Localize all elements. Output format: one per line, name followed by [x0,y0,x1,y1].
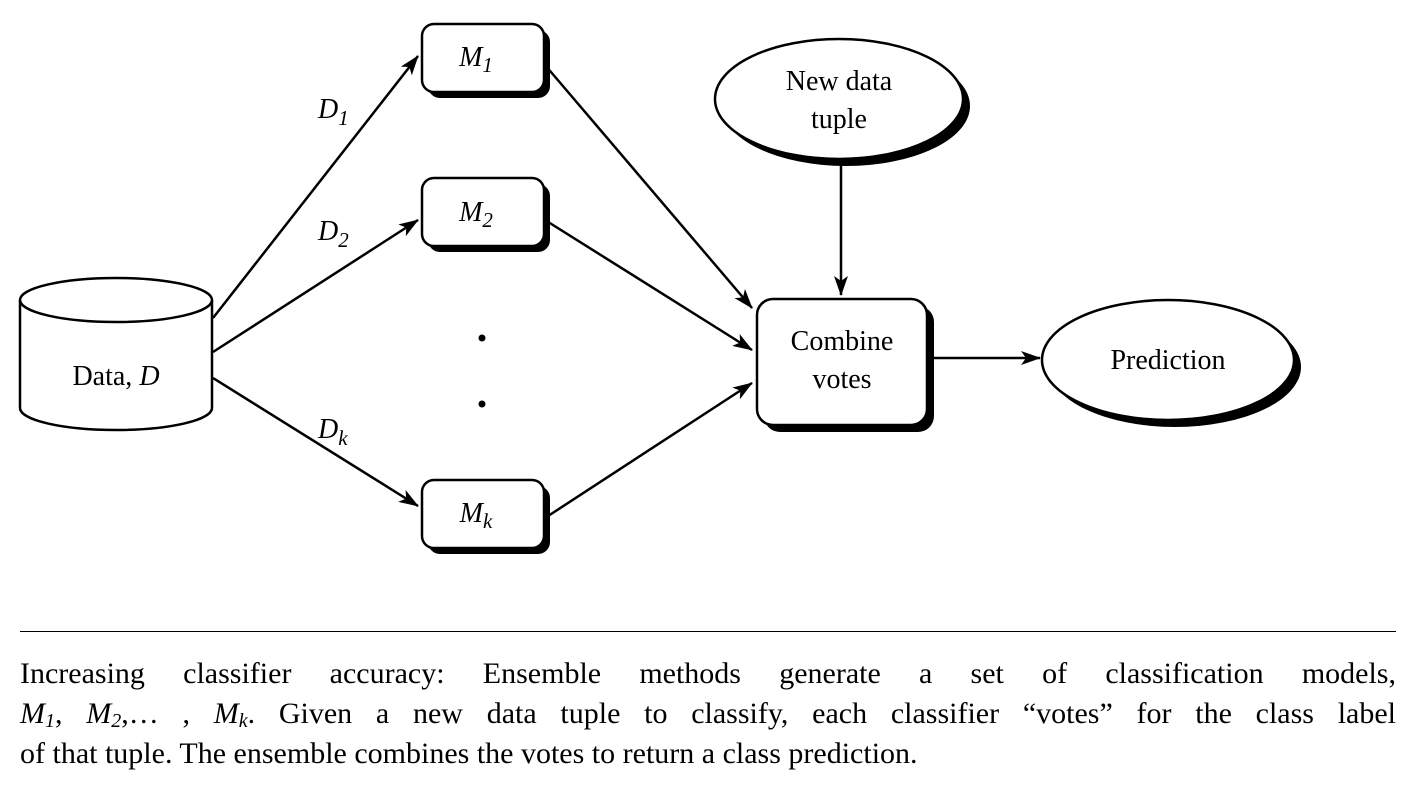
combine-votes-line1: Combine [791,326,894,357]
model-mk-node: Mk [420,478,550,554]
edge-label-d2: D2 [317,216,349,252]
new-data-tuple-node: New data tuple [713,37,970,166]
model-m1-label: M1 [458,42,493,77]
prediction-node: Prediction [1040,298,1301,427]
edges [212,55,1041,520]
caption-line-1: Increasing classifier accuracy: Ensemble… [20,657,1396,690]
figure-caption: Increasing classifier accuracy: Ensemble… [20,654,1396,774]
model-m1-node: M1 [420,22,550,98]
edge-label-d1: D1 [317,94,349,130]
model-m2-node: M2 [420,176,550,252]
ensemble-diagram: D1 D2 Dk Data, D M1 M2 Mk New data tuple [18,22,1301,554]
edge-m1-to-combine [544,64,753,309]
ellipsis-dot-bottom [478,400,486,408]
caption-line-3: of that tuple. The ensemble combines the… [20,737,918,770]
data-cylinder-node: Data, D [18,276,214,432]
edge-data-to-m2 [212,218,419,354]
ellipsis-dot-top [478,334,486,342]
edge-m2-to-combine [544,218,753,352]
model-mk-label: Mk [459,498,493,533]
edge-data-to-mk [212,376,419,508]
edge-label-dk: Dk [317,414,348,450]
combine-votes-node: Combine votes [755,297,934,432]
prediction-label: Prediction [1110,345,1225,376]
combine-votes-line2: votes [812,364,871,395]
new-data-tuple-line1: New data [786,66,893,97]
data-node-label: Data, D [72,361,159,392]
model-m2-label: M2 [458,197,493,232]
caption-line-2: M1, M2,… , Mk. Given a new data tuple to… [20,697,1397,732]
edge-data-to-m1 [212,55,419,319]
new-data-tuple-line2: tuple [811,104,867,135]
caption-divider [20,631,1396,632]
edge-mk-to-combine [544,381,753,520]
